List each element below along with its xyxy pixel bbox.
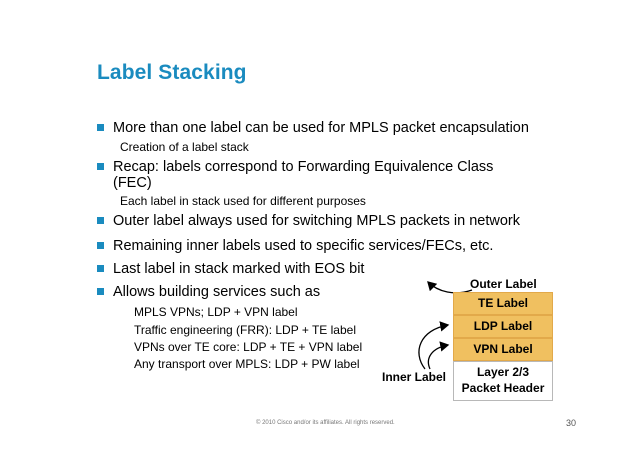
service-item: MPLS VPNs; LDP + VPN label <box>134 305 298 319</box>
packet-header-line1: Layer 2/3 <box>476 365 530 379</box>
bullet-square-icon <box>97 217 104 224</box>
inner-label-arrow-vpn <box>427 341 450 370</box>
inner-label-caption: Inner Label <box>382 370 447 384</box>
page-number: 30 <box>566 418 577 428</box>
packet-header-box: Layer 2/3 Packet Header <box>453 361 553 401</box>
bullet-square-icon <box>97 163 104 170</box>
sub-item: Each label in stack used for different p… <box>120 194 366 208</box>
te-label-box: TE Label <box>453 292 553 315</box>
bullet-square-icon <box>97 242 104 249</box>
copyright-footer: © 2010 Cisco and/or its affiliates. All … <box>256 420 395 426</box>
service-item: VPNs over TE core: LDP + TE + VPN label <box>134 340 363 354</box>
bullet-square-icon <box>97 265 104 272</box>
packet-header-line2: Packet Header <box>461 381 545 395</box>
slide-title: Label Stacking <box>97 61 247 84</box>
bullet-square-icon <box>97 124 104 131</box>
outer-label-arrow <box>427 281 473 294</box>
service-item: Any transport over MPLS: LDP + PW label <box>134 357 360 371</box>
bullet-square-icon <box>97 288 104 295</box>
service-item: Traffic engineering (FRR): LDP + TE labe… <box>134 323 356 337</box>
vpn-label-box: VPN Label <box>453 338 553 361</box>
inner-label-arrow-ldp <box>418 321 450 370</box>
sub-item: Creation of a label stack <box>120 140 249 154</box>
outer-label-caption: Outer Label <box>470 277 537 291</box>
ldp-label-box: LDP Label <box>453 315 553 338</box>
